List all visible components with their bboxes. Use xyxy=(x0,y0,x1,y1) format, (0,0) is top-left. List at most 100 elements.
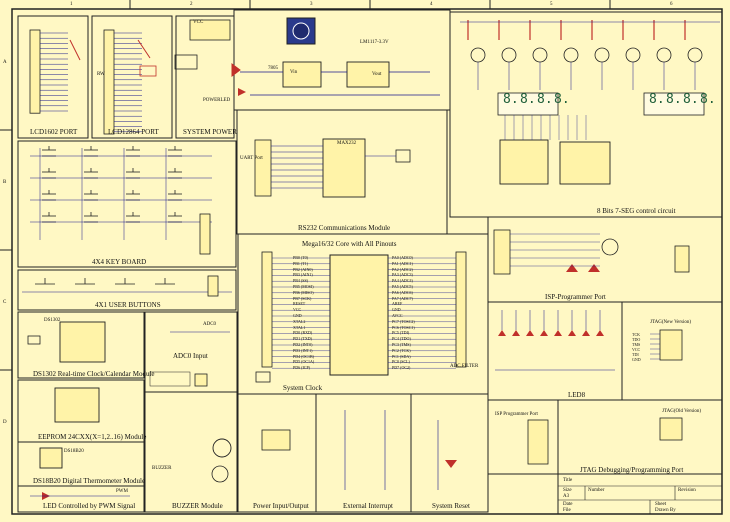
mega-left-header xyxy=(261,251,273,368)
mega-left-pin-2: PB2 (AIN0) xyxy=(293,266,313,272)
seg-digit-6: 8. xyxy=(666,92,682,107)
adc0-label: ADC0 xyxy=(203,322,217,327)
max232-ic xyxy=(322,138,366,198)
section-sysclock-title: System Clock xyxy=(283,384,323,392)
db9-connector xyxy=(254,139,272,197)
mega-right-pin-11: PC7 (TOSC2) xyxy=(392,318,415,324)
mega-left-pin-6: PB6 (MISO) xyxy=(293,289,314,295)
grid-row-b: B xyxy=(3,180,7,185)
buzzer-label: BUZZER xyxy=(152,466,172,471)
tb-file: File xyxy=(563,508,571,513)
box-pwm-led xyxy=(17,485,145,513)
lm1117-label: LM1117-3.3V xyxy=(360,40,389,45)
mega-right-pin-5: PA5 (ADC5) xyxy=(392,284,413,289)
powerled-label: POWERLED xyxy=(203,98,231,103)
led8-led-6 xyxy=(582,330,590,336)
section-pwmled-title: LED Controlled by PWM Signal xyxy=(43,502,136,510)
lcd12864-header xyxy=(103,29,115,135)
mega-right-pin-9: GND xyxy=(392,307,401,313)
section-isp-title: ISP-Programmer Port xyxy=(545,293,606,301)
seg-transistor-5 xyxy=(625,47,641,63)
mega-left-pin-13: PD0 (RXD) xyxy=(293,330,313,336)
mega-right-pin-14: PC4 (TDO) xyxy=(392,336,411,342)
mega-left-pin-17: PD4 (OC1B) xyxy=(293,353,315,359)
section-uart-title: RS232 Communications Module xyxy=(298,224,391,232)
section-jtag-title: JTAG Debugging/Programming Port xyxy=(580,466,684,474)
box-lcd1602 xyxy=(17,15,89,139)
power-switch xyxy=(174,54,198,70)
max232-label: MAX232 xyxy=(337,141,357,146)
box-power-io xyxy=(237,393,317,513)
ds18b20-ic xyxy=(39,447,63,469)
mega-right-pin-2: PA2 (ADC2) xyxy=(392,266,413,272)
ic7805-label: 7805 xyxy=(268,66,278,71)
section-extint-title: External Interrupt xyxy=(343,502,393,510)
mega-right-pin-1: PA1 (ADC1) xyxy=(392,260,413,266)
section-mega-title: Mega16/32 Core with All Pinouts xyxy=(302,240,397,248)
seg-digit-1: 8. xyxy=(503,92,519,107)
section-buzzer-title: BUZZER Module xyxy=(172,502,223,510)
box-rtc xyxy=(17,311,145,379)
mega-left-pin-0: PB0 (T0) xyxy=(293,255,308,260)
mega-ic xyxy=(329,254,389,376)
buzzer-symbol xyxy=(212,438,232,458)
lcd1602-header xyxy=(29,29,41,114)
grid-col-2: 2 xyxy=(190,2,193,7)
seg-latch-ic-1 xyxy=(499,139,549,185)
led8-led-1 xyxy=(512,330,520,336)
led8-led-3 xyxy=(540,330,548,336)
power-led-symbol xyxy=(238,88,246,96)
mega-right-pin-16: PC2 (TCK) xyxy=(392,347,411,353)
section-userbuttons-title: 4X1 USER BUTTONS xyxy=(95,301,161,309)
grid-col-6: 6 xyxy=(670,2,673,7)
section-power-title: SYSTEM POWER xyxy=(183,128,237,136)
section-keyboard-title: 4X4 KEY BOARD xyxy=(92,258,147,266)
mega-right-pin-6: PA6 (ADC6) xyxy=(392,289,413,295)
mega-left-pin-9: VCC xyxy=(293,307,302,313)
seg-digit-3: 8. xyxy=(537,92,553,107)
grid-col-4: 4 xyxy=(430,2,433,7)
led8-led-4 xyxy=(554,330,562,336)
mega-left-pin-10: GND xyxy=(293,313,302,318)
box-user-buttons xyxy=(17,269,237,311)
mega-left-pin-7: PB7 (SCK) xyxy=(293,295,312,301)
mega-left-pin-15: PD2 (INT0) xyxy=(293,342,313,347)
section-adc-title: ADC0 Input xyxy=(173,352,208,360)
seg-transistor-1 xyxy=(501,47,517,63)
power-io-header xyxy=(261,429,291,451)
ds1302-label: DS1302 xyxy=(44,318,61,323)
box-led8 xyxy=(487,301,623,401)
lcd1602-pot xyxy=(69,39,81,61)
seg-display-2 xyxy=(643,92,705,116)
mega-right-pin-7: PA7 (ADC7) xyxy=(392,295,413,301)
isp-led-1 xyxy=(566,264,578,272)
jtag-pin-gnd: GND xyxy=(632,357,641,362)
grid-col-5: 5 xyxy=(550,2,553,7)
mega-right-pin-12: PC6 (TOSC1) xyxy=(392,324,415,330)
jtag-new-header xyxy=(659,329,683,361)
vin-label: Vin xyxy=(290,70,298,75)
mega-left-pin-11: XTAL2 xyxy=(293,318,306,324)
section-led8-title: LED8 xyxy=(568,391,586,399)
seg-transistor-4 xyxy=(594,47,610,63)
box-ext-int xyxy=(315,393,412,513)
ds1302-ic xyxy=(59,321,106,363)
vout-label: Vout xyxy=(372,72,382,77)
section-seg-title: 8 Bits 7-SEG control circuit xyxy=(597,207,676,215)
seg-transistor-7 xyxy=(687,47,703,63)
mega-right-pin-8: AREF xyxy=(392,301,403,307)
mega-right-pin-3: PA3 (ADC3) xyxy=(392,272,413,278)
jtag-pin-tck: TCK xyxy=(632,332,640,337)
tb-drawnby: Drawn By xyxy=(655,508,676,513)
mega-left-pin-8: RESET xyxy=(293,301,306,307)
mega-left-pin-4: PB4 (SS) xyxy=(293,278,309,284)
box-title-block xyxy=(557,473,723,515)
mega-left-pin-18: PD5 (OC1A) xyxy=(293,359,315,365)
power-diode xyxy=(231,63,241,77)
tb-title: Title xyxy=(563,478,573,483)
box-lcd12864 xyxy=(91,15,173,139)
mega-left-pin-14: PD1 (TXD) xyxy=(293,336,312,342)
mega-left-pin-1: PB1 (T1) xyxy=(293,260,308,266)
